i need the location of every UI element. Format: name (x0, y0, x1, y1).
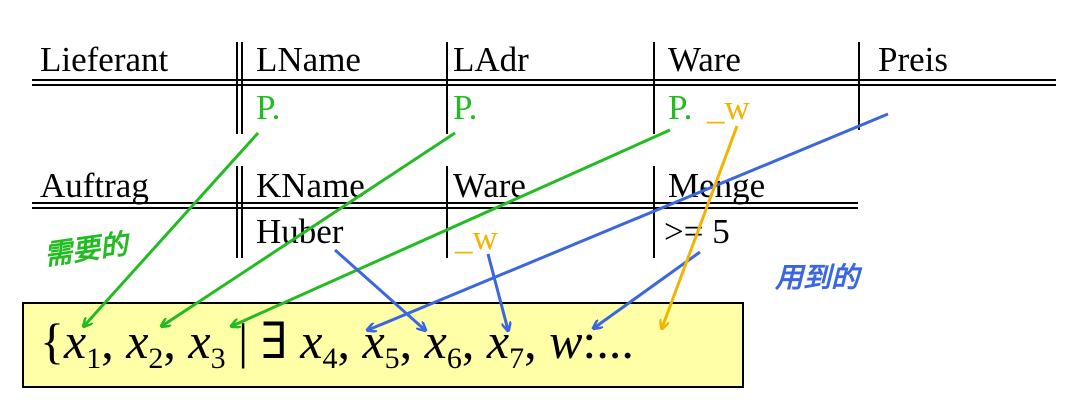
table1-col-ware: Ware (668, 40, 741, 79)
table2-name: Auftrag (40, 166, 149, 205)
formula-var-x1: x (64, 313, 87, 369)
table1-divider-name-1 (236, 42, 238, 134)
formula-exists: ∃ (260, 313, 288, 369)
formula-sub-3: 3 (210, 342, 226, 375)
table1-header-line-top (32, 79, 1056, 81)
table1-divider-col3 (653, 42, 655, 134)
formula-var-w: w (549, 313, 583, 369)
arrow-ladr-to-x2 (162, 131, 456, 326)
formula-box (22, 302, 744, 388)
table1-name: Lieferant (40, 40, 169, 79)
arrow-lname-to-x1 (84, 131, 260, 326)
table1-col-preis: Preis (878, 40, 948, 79)
table2-col-ware: Ware (453, 166, 526, 205)
table1-divider-col2 (446, 42, 448, 134)
table2-col-kname: KName (256, 166, 365, 205)
arrow-ware-to-x3 (232, 128, 671, 326)
table1-cell-ware-p: P. (668, 88, 693, 127)
formula: {x1, x2, x3 | ∃ x4, x5, x6, x7, w:... (40, 313, 634, 375)
formula-var-x6: x (424, 313, 447, 369)
formula-var-x3: x (188, 313, 211, 369)
table1-col-ladr: LAdr (453, 40, 529, 79)
table2-divider-name-2 (241, 166, 243, 258)
formula-sub-5: 5 (384, 342, 400, 375)
formula-sub-2: 2 (148, 342, 164, 375)
arrow-w-to-w (662, 125, 739, 328)
table1-col-lname: LName (256, 40, 361, 79)
table2-cell-kname: Huber (256, 212, 344, 251)
formula-sub-6: 6 (446, 342, 462, 375)
table1-cell-ware-w: _w (707, 88, 750, 127)
arrow-preis-to-x4 (368, 112, 889, 330)
table2-divider-name-1 (236, 166, 238, 258)
annotation-used: 用到的 (775, 261, 860, 294)
formula-sub-7: 7 (509, 342, 525, 375)
table2-header-line-bottom (32, 207, 858, 209)
table2-header-line-top (32, 202, 858, 204)
formula-sub-4: 4 (322, 342, 338, 375)
table1-cell-lname: P. (256, 88, 281, 127)
table1-divider-col4 (858, 42, 860, 130)
formula-var-x4: x (300, 313, 323, 369)
arrow-menge-to-x7 (594, 250, 701, 328)
arrow-ware2-to-x6 (486, 253, 508, 330)
formula-var-x2: x (126, 313, 149, 369)
table2-divider-col2 (446, 166, 448, 258)
table1-header-line-bottom (32, 84, 1056, 86)
table2-cell-ware: _w (455, 218, 498, 257)
formula-sub-1: 1 (86, 342, 102, 375)
formula-bar: | (238, 313, 249, 369)
formula-open-brace: { (40, 313, 64, 369)
table1-cell-ladr: P. (453, 88, 478, 127)
arrow-kname-to-x5 (334, 248, 425, 330)
table1-divider-name-2 (241, 42, 243, 134)
